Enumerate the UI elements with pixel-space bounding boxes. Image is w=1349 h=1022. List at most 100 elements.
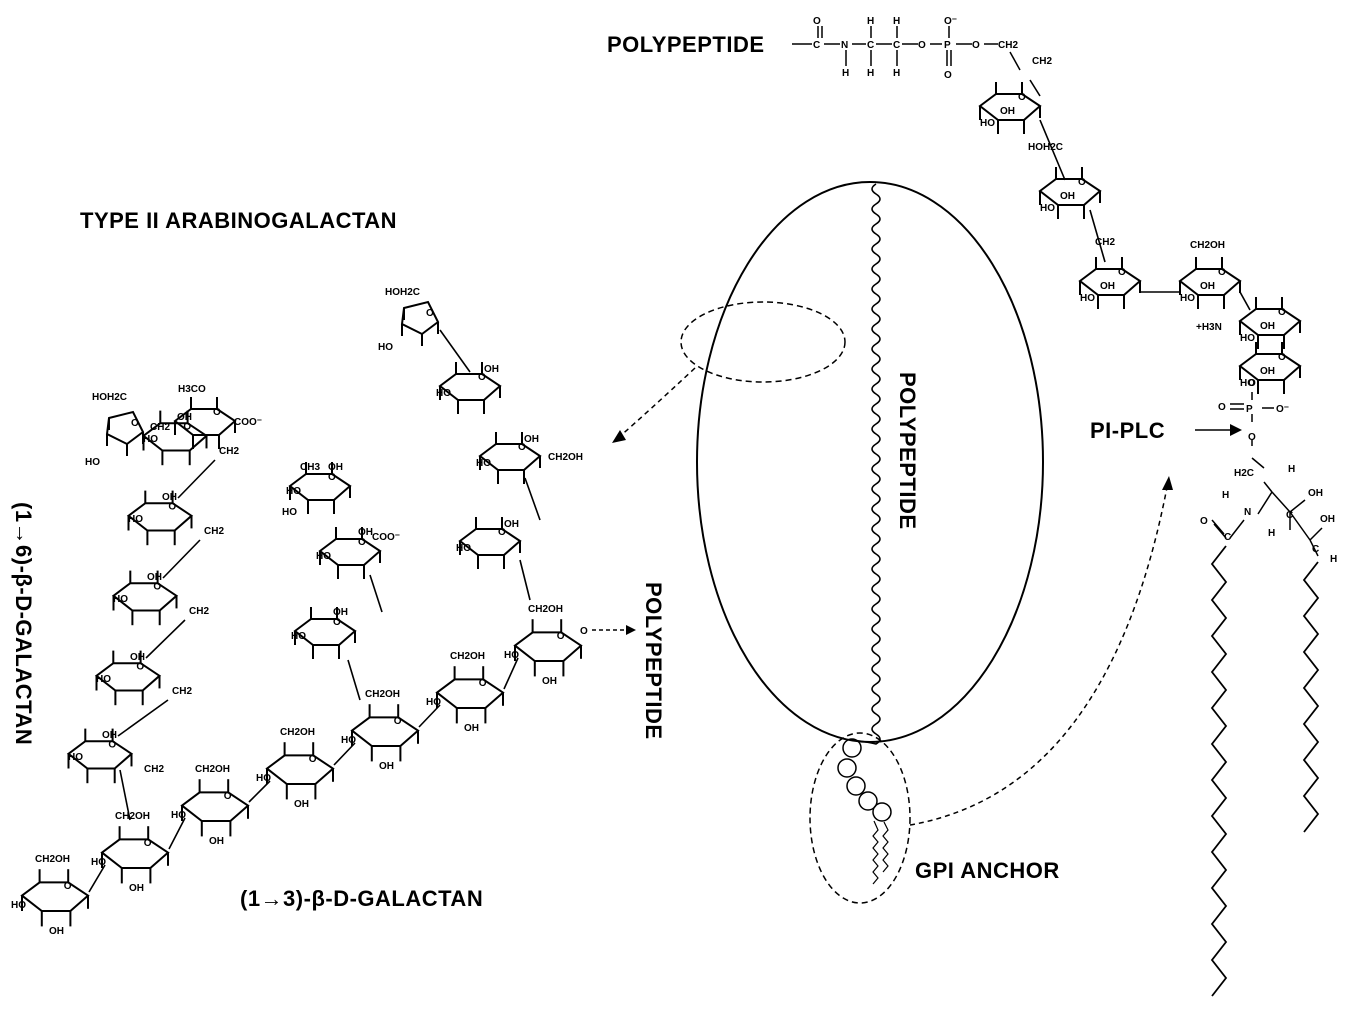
- hydrogen-label: H: [1268, 528, 1275, 539]
- ring-oxygen: O: [309, 754, 317, 765]
- arabinose-ring: [105, 410, 145, 446]
- ring-oxygen: O: [333, 617, 341, 628]
- methylene-label: CH2: [204, 526, 224, 537]
- hydroxyl-label: HO: [980, 118, 995, 129]
- ring-oxygen: O: [478, 372, 486, 383]
- type-ii-arabinogalactan-title: TYPE II ARABINOGALACTAN: [80, 208, 398, 233]
- methylene-label: CH2: [1032, 56, 1052, 67]
- hydroxyl-label: OH: [130, 652, 145, 663]
- hydrogen-label: H: [1288, 464, 1295, 475]
- glycosidic-bond: [1029, 79, 1041, 97]
- hydroxyl-label: HO: [256, 773, 271, 784]
- glycosidic-bond: [439, 329, 471, 373]
- ring-oxygen: O: [144, 838, 152, 849]
- hydroxyl-label: HO: [113, 594, 128, 605]
- gpi-lipid-tails-small: [872, 820, 889, 885]
- hydroxyl-label: HO: [1240, 333, 1255, 344]
- ring-oxygen: O: [108, 740, 116, 751]
- hydroxyl-label: OH: [1260, 366, 1275, 377]
- dashed-arrow-to-gpi-detail: [909, 481, 1169, 826]
- hydroxyl-label: OH: [1260, 321, 1275, 332]
- phosphatidylinositol-core: [1211, 392, 1323, 557]
- phosphorus-label: P: [1246, 404, 1253, 415]
- hydroxyl-label: HO: [456, 543, 471, 554]
- hydroxymethyl-label: HOH2C: [1028, 142, 1063, 153]
- phosphate-oxygen: O: [1218, 402, 1226, 413]
- arrowhead-glycan: [612, 430, 626, 443]
- glycosidic-bond: [347, 659, 361, 701]
- methylene-label: CH2: [150, 422, 170, 433]
- ring-oxygen: O: [358, 537, 366, 548]
- nitrogen-label: N: [1244, 507, 1251, 518]
- hydroxyl-label: OH: [1100, 281, 1115, 292]
- hydroxyl-label: OH: [1200, 281, 1215, 292]
- arabinose-ring: [400, 300, 440, 336]
- hydroxyl-label: HO: [1080, 293, 1095, 304]
- ring-oxygen: O: [518, 442, 526, 453]
- hydroxyl-label: HO: [143, 434, 158, 445]
- hydrogen-label: H: [842, 68, 849, 79]
- arrowhead-polypeptide-branch: [626, 625, 636, 635]
- glycosidic-bond: [1089, 209, 1106, 263]
- fatty-acid-chain-short: [1302, 561, 1320, 833]
- nitrogen-label: N: [841, 40, 848, 51]
- methylene-label: CH2: [219, 446, 239, 457]
- hydroxyl-label: HO: [68, 752, 83, 763]
- hydroxyl-label: OH: [358, 527, 373, 538]
- glycosidic-bond: [524, 477, 541, 521]
- hydroxyl-label: HO: [286, 486, 301, 497]
- carbon-label: C: [867, 40, 874, 51]
- hydroxyl-label: HO: [341, 735, 356, 746]
- glycosidic-bond: [168, 817, 186, 850]
- hydroxymethyl-label: CH2OH: [280, 727, 315, 738]
- callout-ellipse-glycan: [680, 301, 846, 383]
- ring-oxygen: O: [131, 418, 139, 429]
- galactose-backbone-ring: [100, 838, 170, 869]
- carbonyl-oxygen: O: [1200, 516, 1208, 527]
- pi-plc-label: PI-PLC: [1090, 418, 1166, 443]
- glycosidic-bond: [503, 657, 519, 690]
- hydroxyl-label: OH: [504, 519, 519, 530]
- methylene-label: CH2: [172, 686, 192, 697]
- hydroxyl-label: OH: [328, 462, 343, 473]
- polypeptide-center-label: POLYPEPTIDE: [895, 372, 920, 530]
- carbon-label: C: [1224, 532, 1231, 543]
- glycosidic-bond: [88, 864, 106, 893]
- galactose-backbone-ring: [265, 754, 335, 785]
- hydroxymethyl-label: HOH2C: [385, 287, 420, 298]
- ring-oxygen: O: [183, 422, 191, 433]
- carbon-label: C: [813, 40, 820, 51]
- hydrogen-label: H: [867, 16, 874, 27]
- atom-labels: OCH2OHOHHOOCH2OHOHHOOCH2OHOHHOOCH2OHOHHO…: [11, 16, 1337, 937]
- galactose-backbone-ring: [20, 881, 90, 912]
- hydroxyl-label: OH: [464, 723, 479, 734]
- glycosidic-bond: [1039, 119, 1066, 181]
- hydroxyl-label: HO: [1240, 378, 1255, 389]
- ring-oxygen: O: [479, 678, 487, 689]
- dashed-arrow-to-glycan: [617, 367, 696, 439]
- glycosidic-bond: [162, 539, 201, 579]
- carbonyl-oxygen: O: [813, 16, 821, 27]
- ring-oxygen: O: [394, 716, 402, 727]
- phosphate-oxygen: O: [944, 70, 952, 81]
- ring-oxygen: O: [213, 407, 221, 418]
- hydroxyl-label: HO: [436, 388, 451, 399]
- glycosidic-bond: [145, 619, 186, 659]
- hydroxyl-label: OH: [1060, 191, 1075, 202]
- pi-plc-arrowhead: [1230, 424, 1242, 436]
- hydroxyl-label: OH: [484, 364, 499, 375]
- hydroxyl-label: OH: [49, 926, 64, 937]
- hydroxyl-label: HO: [476, 458, 491, 469]
- methyl-label: CH3: [300, 462, 320, 473]
- carboxylate-label: COO⁻: [372, 532, 400, 543]
- hydroxyl-label: OH: [294, 799, 309, 810]
- hydroxyl-label: OH: [1320, 514, 1335, 525]
- beta-1-3-galactan-label: (1→3)-β-D-GALACTAN: [240, 886, 484, 911]
- oxygen-label: O: [972, 40, 980, 51]
- glycosidic-bond: [1239, 291, 1251, 311]
- hydroxyl-label: OH: [542, 676, 557, 687]
- ring-oxygen: O: [498, 527, 506, 538]
- glycosidic-bond: [369, 574, 383, 613]
- glycosidic-bond: [119, 769, 131, 821]
